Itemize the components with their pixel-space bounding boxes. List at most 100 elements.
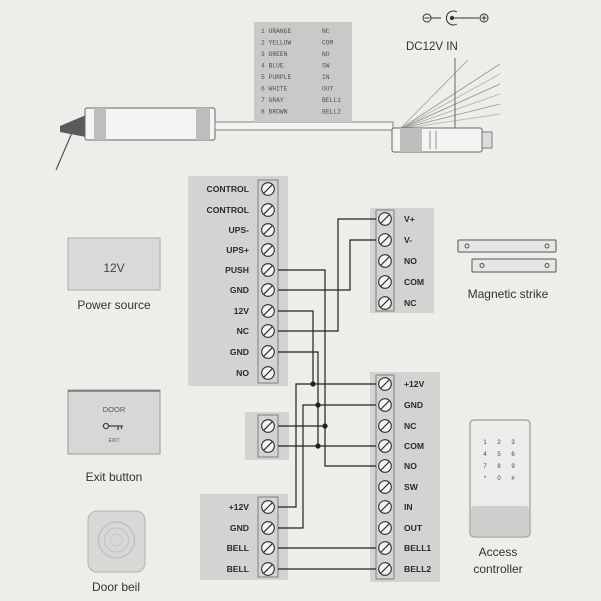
bell-terminal-label: GND (230, 523, 249, 533)
terminal-screw (378, 480, 392, 494)
wire-legend-color: 7 GRAY (261, 97, 284, 104)
terminal-screw (261, 182, 275, 196)
wire-legend-signal: SW (322, 63, 330, 70)
power-source-voltage: 12V (103, 261, 124, 275)
strike-terminal-label: COM (404, 277, 424, 287)
wire-legend-signal: NO (322, 51, 330, 58)
keypad-key: 2 (497, 440, 501, 446)
keypad-key: 8 (497, 464, 501, 470)
terminal-screw (378, 377, 392, 391)
magnetic-strike: Magnetic strike (457, 239, 557, 301)
wire-junction (322, 423, 328, 429)
bell-terminal-label: BELL (227, 564, 249, 574)
wire-junction (315, 402, 321, 408)
wire-push-to-no (278, 269, 376, 467)
door-bell-caption: Door beil (92, 580, 140, 594)
connector-band (196, 108, 210, 140)
wire-strike-vminus (278, 239, 376, 291)
keypad-key: # (511, 476, 515, 482)
power-terminal-label: UPS- (228, 225, 249, 235)
wire-legend-color: 3 GREEN (261, 51, 288, 58)
power-terminal-label: NO (236, 368, 249, 378)
access-controller-caption-line2: controller (473, 562, 522, 576)
keypad-key: 1 (483, 440, 487, 446)
cable-assembly: 1 ORANGE NC 2 YELLOW COM 3 GREEN NO 4 BL… (55, 10, 501, 171)
strike-terminal-label: V- (404, 235, 412, 245)
terminal-screw (261, 223, 275, 237)
power-supply-terminal-block: CONTROL CONTROL UPS- UPS+ PUSH GND 12V N… (188, 176, 288, 386)
bell-terminal-label: BELL (227, 543, 249, 553)
power-terminal-label: CONTROL (207, 205, 250, 215)
exit-button-door-text: DOOR (103, 405, 126, 414)
wire-bell-gnd (278, 404, 318, 529)
terminal-screw (261, 203, 275, 217)
wire-legend-signal: OUT (322, 86, 334, 93)
keypad-key: 6 (511, 452, 515, 458)
terminal-screw (378, 254, 392, 268)
keypad-key: 5 (497, 452, 501, 458)
strike-terminal-label: V+ (404, 214, 415, 224)
keypad-key: 0 (497, 476, 501, 482)
cable-cut-line (55, 127, 75, 171)
terminal-screw (378, 398, 392, 412)
controller-terminal-label: NO (404, 461, 417, 471)
exit-button-caption: Exit button (86, 470, 143, 484)
key-icon (102, 422, 123, 430)
terminal-screw (261, 500, 275, 514)
access-controller-base (471, 506, 529, 536)
terminal-screw (261, 521, 275, 535)
terminal-screw (378, 419, 392, 433)
controller-terminal-block: +12V GND NC COM NO SW IN OUT BELL1 BELL2 (370, 372, 440, 582)
controller-terminal-label: GND (404, 400, 423, 410)
controller-terminal-label: NC (404, 421, 416, 431)
keypad-key: 3 (511, 440, 515, 446)
exit-button: DOOR EXIT Exit button (67, 389, 161, 484)
connector-cap (481, 131, 493, 149)
magnetic-strike-icon (457, 239, 557, 273)
terminal-screw (261, 324, 275, 338)
controller-terminal-label: BELL2 (404, 564, 431, 574)
controller-terminal-label: OUT (404, 523, 423, 533)
wire-legend (254, 22, 352, 122)
door-bell-icon (87, 510, 146, 573)
wire-gnd (278, 351, 376, 406)
terminal-screw (378, 233, 392, 247)
connector-band (94, 108, 106, 140)
terminal-screw (261, 283, 275, 297)
power-terminal-label: 12V (234, 306, 250, 316)
wiring (278, 218, 376, 570)
terminal-screw (261, 263, 275, 277)
cable-end (60, 115, 86, 137)
exit-button-box (67, 389, 161, 455)
connector-band (400, 128, 422, 152)
wire-legend-color: 6 WHITE (261, 86, 288, 93)
terminal-screw (378, 275, 392, 289)
power-terminal-label: GND (230, 347, 249, 357)
bell-terminal-block: +12V GND BELL BELL (200, 494, 288, 580)
keypad-key: 9 (511, 464, 515, 470)
terminal-screw (378, 296, 392, 310)
wire-legend-color: 5 PURPLE (261, 74, 291, 81)
exit-button-exit-text: EXIT (108, 438, 119, 444)
dc-input-label: DC12V IN (406, 41, 458, 53)
keypad-key: 4 (483, 452, 487, 458)
terminal-screw (261, 439, 275, 453)
controller-terminal-label: COM (404, 441, 424, 451)
terminal-screw (378, 521, 392, 535)
wire-legend-color: 2 YELLOW (261, 40, 291, 47)
strike-terminal-block: V+ V- NO COM NC (370, 208, 434, 313)
wire-legend-signal: BELL2 (322, 109, 341, 116)
terminal-screw (261, 419, 275, 433)
wire-legend-signal: BELL1 (322, 97, 341, 104)
exit-terminal-block (245, 412, 289, 460)
controller-terminal-label: IN (404, 502, 413, 512)
keypad: 1 2 3 4 5 6 7 8 9 * 0 # (483, 440, 515, 482)
terminal-screw (378, 459, 392, 473)
magnetic-strike-caption: Magnetic strike (468, 287, 549, 301)
access-controller: 1 2 3 4 5 6 7 8 9 * 0 # Access controlle… (469, 419, 531, 576)
bell-terminal-label: +12V (229, 502, 250, 512)
power-terminal-label: CONTROL (207, 184, 250, 194)
terminal-screw (261, 243, 275, 257)
strike-terminal-label: NO (404, 256, 417, 266)
